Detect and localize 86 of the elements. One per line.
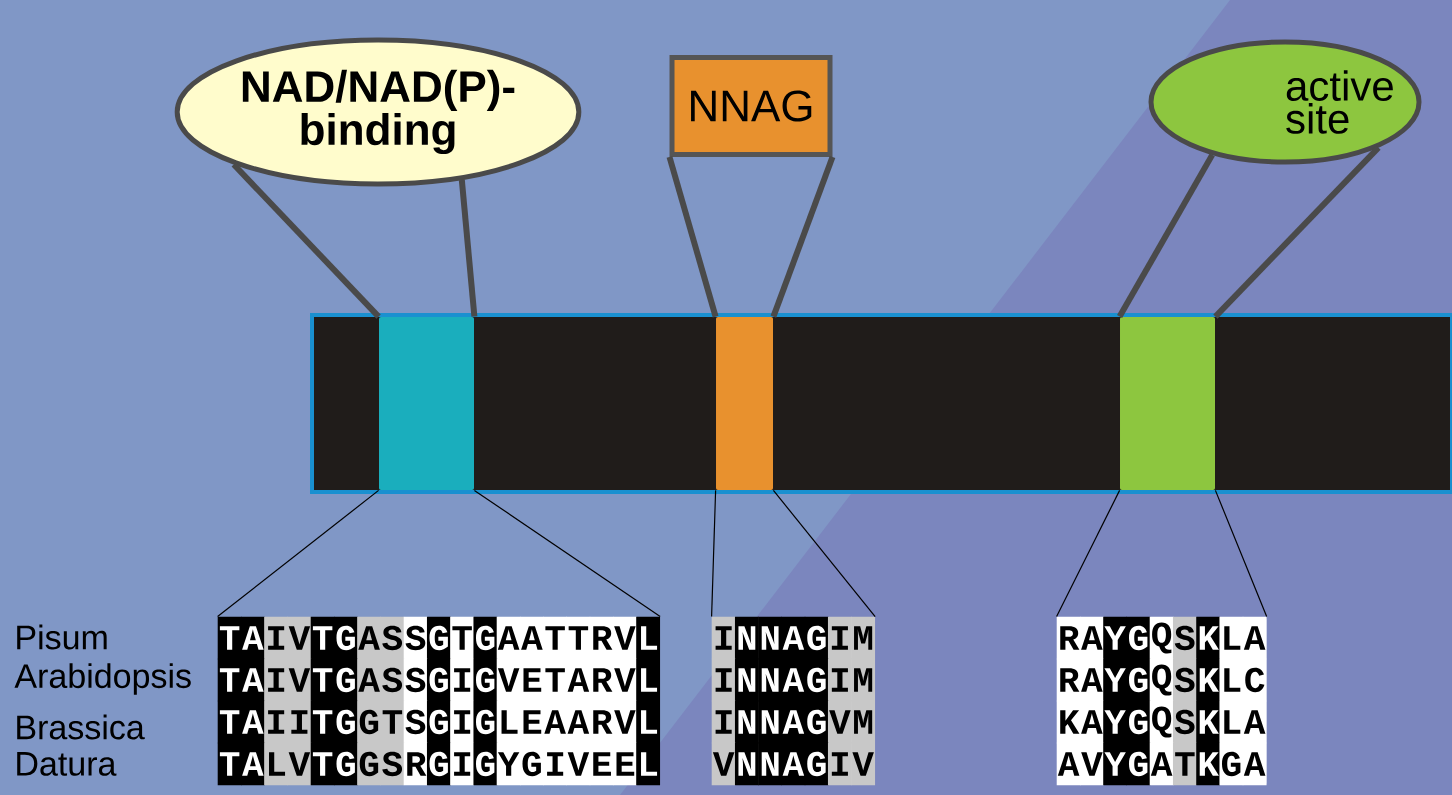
residue-cell: M [851, 616, 876, 660]
residue-cell: A [781, 700, 806, 744]
species-name: Datura [17, 752, 117, 776]
residue-cell: T [566, 616, 591, 660]
leader-line [473, 489, 661, 618]
residue-cell: I [287, 700, 312, 744]
leader-line [1056, 489, 1121, 618]
leader-line [1213, 145, 1381, 319]
residue-cell: G [1126, 616, 1151, 660]
domain-segment [716, 317, 773, 490]
residue-cell: G [1126, 742, 1151, 786]
residue-cell: Y [1103, 658, 1128, 702]
residue-cell: S [380, 616, 405, 660]
residue-cell: K [1196, 700, 1221, 744]
residue-cell: Y [1103, 742, 1128, 786]
species-name: Brassica [17, 714, 145, 740]
residue-cell: I [543, 742, 568, 786]
residue-cell: V [851, 742, 876, 786]
residue-cell: L [636, 742, 661, 786]
residue-cell: L [1219, 616, 1244, 660]
residue-cell: A [781, 616, 806, 660]
residue-cell: L [636, 700, 661, 744]
leader-line [772, 489, 876, 618]
residue-cell: V [566, 742, 591, 786]
alignment-block [711, 616, 876, 786]
residue-cell: Y [1103, 616, 1128, 660]
residue-cell: M [851, 658, 876, 702]
residue-cell: G [1219, 742, 1244, 786]
leader-line [217, 489, 380, 618]
residue-cell: K [1196, 616, 1221, 660]
residue-cell: V [287, 616, 312, 660]
residue-cell: L [1219, 700, 1244, 744]
leader-line [770, 155, 836, 318]
residue-cell: G [1126, 658, 1151, 702]
residue-cell: S [380, 742, 405, 786]
alignment-block [1056, 616, 1267, 786]
domain-segment [1120, 317, 1215, 490]
residue-cell: A [781, 658, 806, 702]
residue-cell: N [758, 658, 783, 702]
residue-cell: N [758, 742, 783, 786]
leader-line [1214, 489, 1268, 618]
residue-cell: A [357, 658, 382, 702]
residue-cell: L [636, 616, 661, 660]
residue-cell: G [473, 742, 498, 786]
callout-box: NNAG [669, 55, 833, 157]
residue-cell: L [264, 742, 289, 786]
residue-cell: K [1196, 742, 1221, 786]
residue-cell: G [473, 658, 498, 702]
leader-line [711, 489, 717, 618]
residue-cell: I [264, 700, 289, 744]
residue-cell: I [264, 658, 289, 702]
leader-line [1117, 153, 1215, 319]
residue-cell: T [543, 658, 568, 702]
residue-cell: A [781, 742, 806, 786]
residue-cell: T [543, 616, 568, 660]
residue-cell: G [473, 616, 498, 660]
residue-cell: M [851, 700, 876, 744]
residue-cell: K [1196, 658, 1221, 702]
residue-cell: L [1219, 658, 1244, 702]
species-name: Pisum [17, 624, 107, 650]
residue-cell: G [357, 700, 382, 744]
residue-cell: A [566, 700, 591, 744]
residue-cell: A [357, 616, 382, 660]
residue-cell: L [636, 658, 661, 702]
residue-cell: T [450, 616, 475, 660]
residue-cell: T [380, 700, 405, 744]
residue-cell: A [566, 658, 591, 702]
residue-cell: S [380, 658, 405, 702]
residue-cell: Y [1103, 700, 1128, 744]
leader-line [231, 162, 381, 319]
leader-line [666, 156, 719, 318]
leader-line [458, 179, 478, 317]
residue-cell: G [357, 742, 382, 786]
residue-cell: G [473, 700, 498, 744]
residue-cell: A [543, 700, 568, 744]
residue-cell: V [287, 742, 312, 786]
residue-cell: I [450, 742, 475, 786]
residue-cell: G [1126, 700, 1151, 744]
residue-cell: N [758, 700, 783, 744]
residue-cell: I [264, 616, 289, 660]
residue-cell: N [758, 616, 783, 660]
residue-cell: V [287, 658, 312, 702]
residue-cell: I [450, 700, 475, 744]
residue-cell: I [450, 658, 475, 702]
domain-segment [379, 317, 474, 490]
alignment-block [217, 616, 661, 786]
